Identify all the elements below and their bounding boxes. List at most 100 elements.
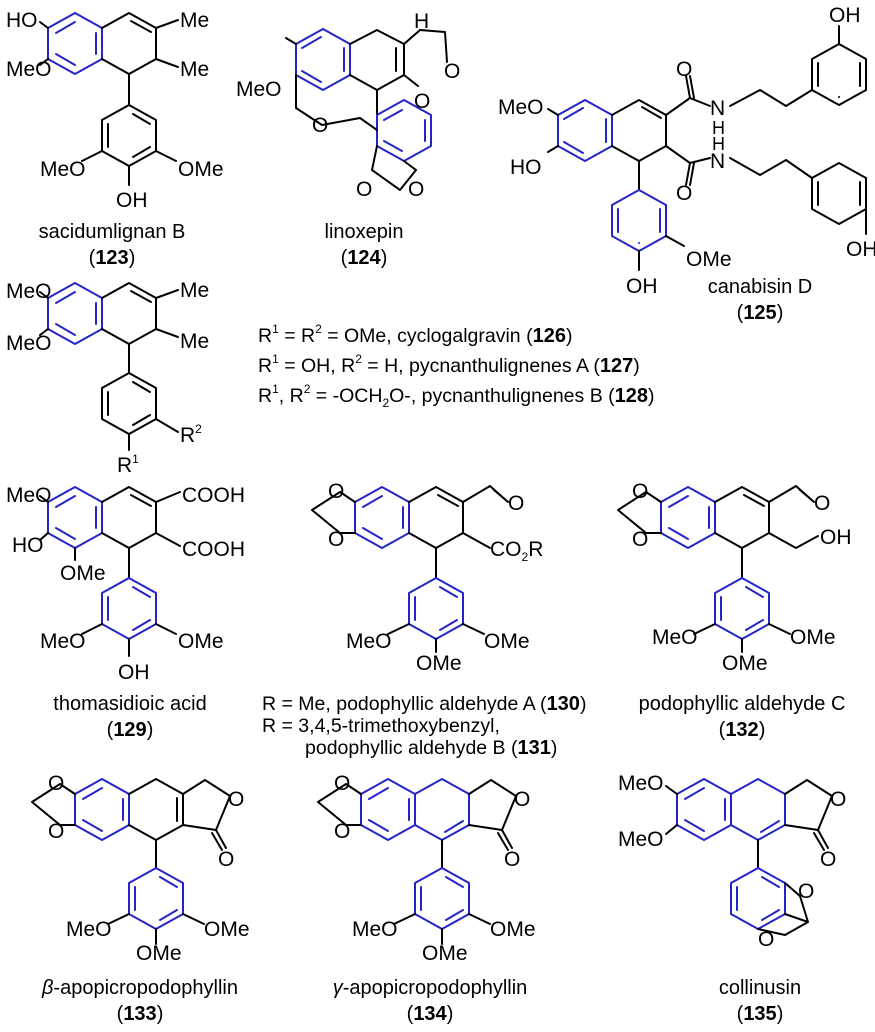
structure-129: MeO HO OMe COOH COOH MeO OMe OH thomasid… — [6, 484, 245, 741]
atom-meo: MeO — [652, 626, 698, 649]
atom-o: O — [356, 178, 372, 201]
atom-o: O — [334, 772, 350, 795]
atom-ome: OMe — [178, 630, 224, 653]
r-def-130: R = Me, podophyllic aldehyde A (130) — [262, 693, 586, 715]
atom-ome: OMe — [722, 652, 768, 675]
compound-name-125: canabisin D — [708, 276, 813, 298]
atom-oh: OH — [846, 238, 875, 261]
compound-number-125: (125) — [737, 302, 784, 324]
structure-126-128: MeO MeO Me Me R2 R1 R1 = R2 = OMe, cyclo… — [6, 279, 655, 477]
atom-ome: OMe — [204, 918, 250, 941]
structure-134: O O O O MeO OMe OMe γ-apopicropodophylli… — [317, 772, 536, 1025]
atom-h: H — [414, 10, 429, 33]
atom-me: Me — [180, 279, 209, 302]
atom-o: O — [48, 820, 64, 843]
atom-o: O — [632, 480, 648, 503]
atom-oh: OH — [626, 275, 658, 298]
atom-h: H — [712, 118, 725, 138]
atom-oh: OH — [118, 661, 150, 684]
atom-o: O — [758, 928, 774, 951]
compound-name-132: podophyllic aldehyde C — [639, 693, 846, 715]
atom-o: O — [328, 480, 344, 503]
atom-o: O — [676, 182, 692, 205]
compound-number-135: (135) — [737, 1003, 784, 1025]
atom-ome: OMe — [790, 626, 836, 649]
atom-o: O — [798, 880, 814, 903]
atom-ome: OMe — [60, 562, 106, 585]
atom-meo: MeO — [40, 630, 86, 653]
r-def-131-line: R = 3,4,5-trimethoxybenzyl, — [262, 715, 500, 737]
atom-n: N — [710, 150, 725, 173]
atom-o: O — [508, 492, 524, 515]
atom-r2: R2 — [180, 422, 202, 447]
compound-number-124: (124) — [341, 247, 388, 269]
atom-o: O — [218, 848, 234, 871]
atom-n: N — [710, 97, 725, 120]
atom-meo: MeO — [346, 630, 392, 653]
structure-130-131: O O O CO2R MeO OMe OMe R = Me, podophyll… — [262, 480, 586, 759]
atom-me: Me — [180, 58, 209, 81]
compound-name-135: collinusin — [719, 977, 801, 999]
structure-135: MeO MeO O O O O collinusin (135) — [618, 772, 846, 1025]
atom-ho: HO — [6, 9, 38, 32]
atom-o: O — [504, 848, 520, 871]
atom-meo: MeO — [352, 918, 398, 941]
atom-h: H — [712, 134, 725, 154]
structure-123: HO MeO Me Me MeO OMe OH sacidumlignan B … — [6, 9, 224, 269]
compound-number-123: (123) — [89, 247, 136, 269]
compound-number-129: (129) — [107, 719, 154, 741]
r-def-128: R1, R2 = -OCH2O-, pycnanthulignenes B (1… — [258, 382, 655, 410]
atom-o: O — [408, 178, 424, 201]
atom-me: Me — [180, 330, 209, 353]
atom-meo: MeO — [6, 280, 52, 303]
atom-ome: OMe — [686, 248, 732, 271]
atom-ome: OMe — [484, 630, 530, 653]
atom-o: O — [514, 788, 530, 811]
atom-oh: OH — [829, 4, 861, 27]
atom-ho: HO — [12, 534, 44, 557]
r-def-126: R1 = R2 = OMe, cyclogalgravin (126) — [258, 322, 572, 347]
atom-ome: OMe — [490, 918, 536, 941]
atom-meo: MeO — [6, 484, 52, 507]
atom-o: O — [814, 492, 830, 515]
atom-meo: MeO — [236, 78, 282, 101]
atom-meo: MeO — [498, 96, 544, 119]
compound-name-124: linoxepin — [325, 221, 404, 243]
atom-meo: MeO — [6, 332, 52, 355]
atom-o: O — [334, 820, 350, 843]
atom-oh: OH — [116, 189, 148, 212]
atom-ome: OMe — [416, 652, 462, 675]
atom-o: O — [48, 772, 64, 795]
atom-o: O — [444, 60, 460, 83]
atom-o: O — [632, 528, 648, 551]
atom-cooh: COOH — [182, 538, 245, 561]
atom-meo: MeO — [618, 828, 664, 851]
structure-125: MeO HO O O N H H N OH OH OMe OH canabisi… — [498, 4, 875, 324]
atom-o: O — [228, 788, 244, 811]
atom-o: O — [414, 90, 430, 113]
atom-meo: MeO — [6, 58, 52, 81]
compound-name-133: β-apopicropodophyllin — [41, 977, 238, 999]
structure-124: MeO H O O O O O linoxepin (124) — [236, 10, 460, 269]
atom-cooh: COOH — [182, 484, 245, 507]
atom-o: O — [328, 528, 344, 551]
r-def-127: R1 = OH, R2 = H, pycnanthulignenes A (12… — [258, 352, 640, 377]
compound-name-123: sacidumlignan B — [39, 221, 186, 243]
atom-o: O — [820, 848, 836, 871]
atom-oh: OH — [820, 526, 852, 549]
atom-meo: MeO — [66, 918, 112, 941]
structure-133: O O O O MeO OMe OMe β-apopicropodophylli… — [31, 772, 250, 1025]
atom-o: O — [830, 788, 846, 811]
compound-name-129: thomasidioic acid — [53, 693, 206, 715]
atom-o: O — [312, 114, 328, 137]
atom-ome: OMe — [178, 158, 224, 181]
compound-name-134: γ-apopicropodophyllin — [333, 977, 528, 999]
atom-meo: MeO — [618, 772, 664, 795]
atom-ome: OMe — [422, 942, 468, 965]
compound-number-132: (132) — [719, 719, 766, 741]
compound-number-133: (133) — [117, 1003, 164, 1025]
compound-number-134: (134) — [407, 1003, 454, 1025]
structure-132: O O O OH MeO OMe OMe podophyllic aldehyd… — [617, 480, 852, 741]
